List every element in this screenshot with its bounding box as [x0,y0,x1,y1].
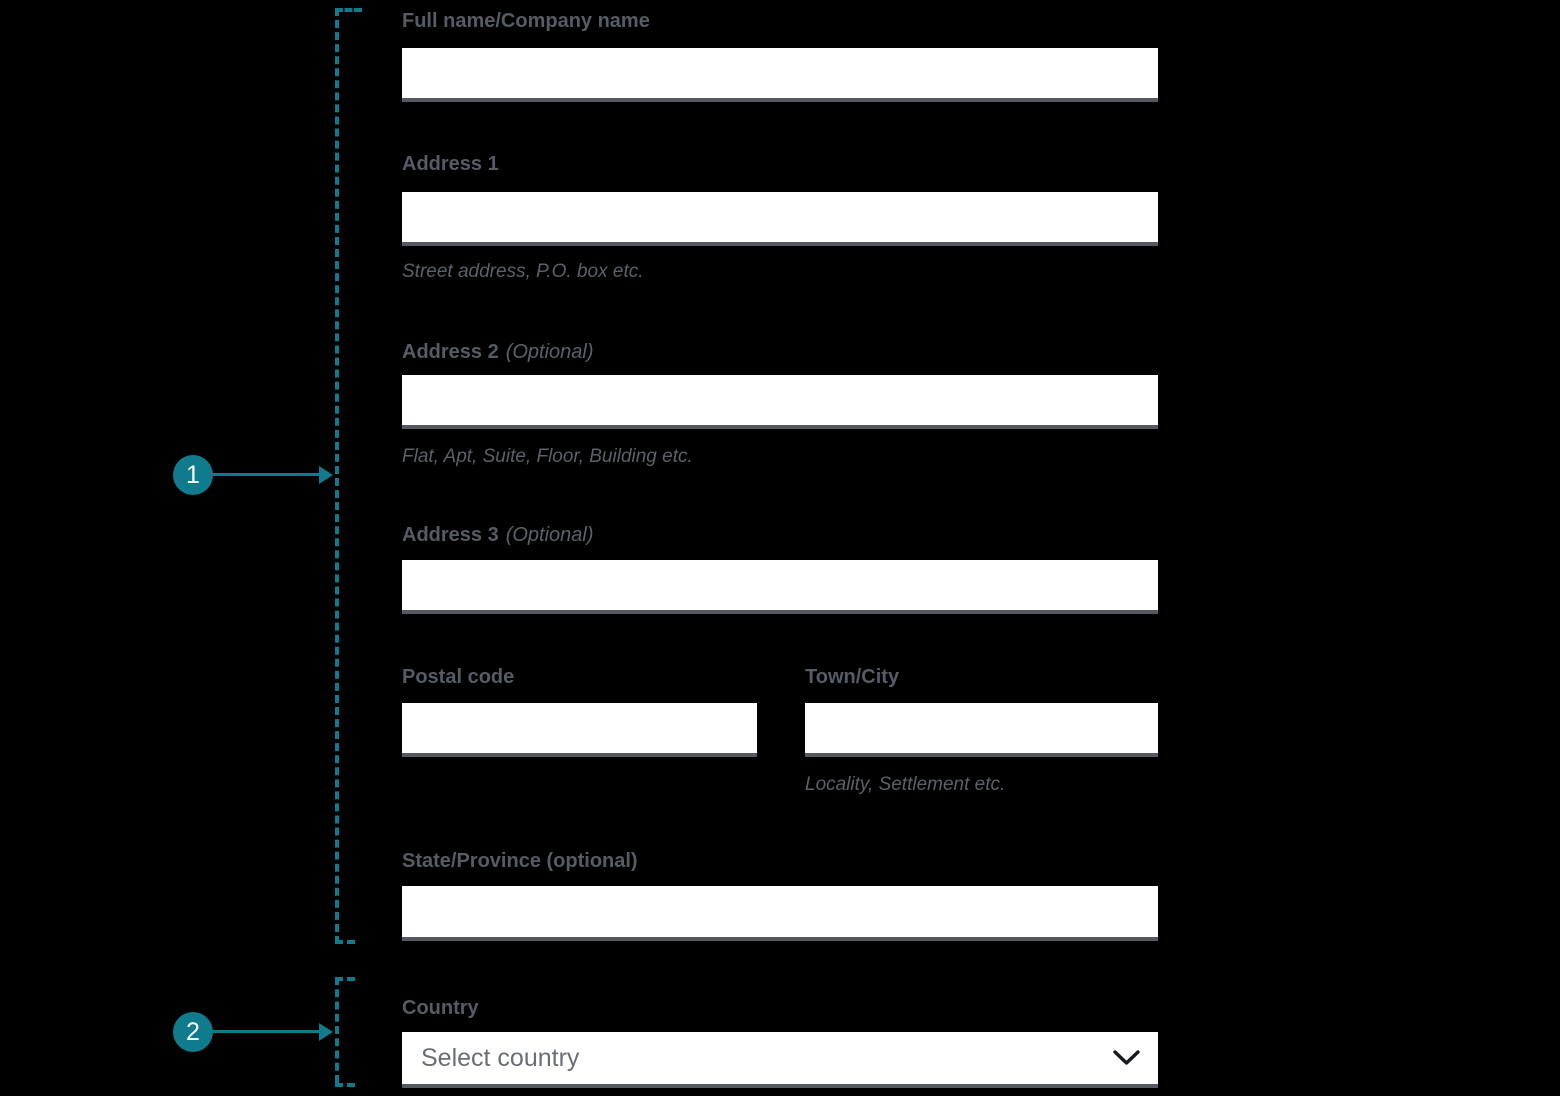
address2-label-text: Address 2 [402,341,499,363]
address3-label: Address 3 (Optional) [402,524,594,546]
chevron-down-icon [1113,1050,1140,1066]
annotation-arrow-1-head [319,466,333,484]
address2-input[interactable] [402,375,1158,429]
address2-optional-suffix: (Optional) [505,341,594,363]
full-name-input[interactable] [402,48,1158,102]
section2-bracket-bottom-tick [335,1083,355,1087]
country-label: Country [402,997,479,1019]
address1-label: Address 1 [402,153,499,175]
address3-label-text: Address 3 [402,524,499,546]
address1-hint: Street address, P.O. box etc. [402,261,644,282]
full-name-label: Full name/Company name [402,10,650,32]
section1-bracket-bottom-tick [335,940,355,944]
address2-hint: Flat, Apt, Suite, Floor, Building etc. [402,446,693,467]
annotation-arrow-2-head [319,1023,333,1041]
annotation-marker-2-number: 2 [186,1017,200,1046]
state-province-label: State/Province (optional) [402,850,638,872]
annotation-marker-1: 1 [173,455,213,495]
postal-code-input[interactable] [402,703,757,757]
town-city-label: Town/City [805,666,900,688]
annotation-marker-2: 2 [173,1012,213,1052]
section2-bracket-top-tick [335,977,355,981]
annotation-arrow-2-line [212,1030,320,1033]
annotation-marker-1-number: 1 [186,460,200,489]
section1-bracket-line [335,8,339,944]
postal-code-label: Postal code [402,666,515,688]
country-select[interactable]: Select country [402,1032,1158,1088]
address3-input[interactable] [402,560,1158,614]
address3-optional-suffix: (Optional) [505,524,594,546]
town-city-hint: Locality, Settlement etc. [805,774,1006,795]
country-select-value: Select country [421,1043,580,1072]
address2-label: Address 2 (Optional) [402,341,594,363]
town-city-input[interactable] [805,703,1158,757]
section1-bracket-top-tick [335,8,362,12]
annotation-arrow-1-line [212,473,320,476]
state-province-input[interactable] [402,886,1158,941]
address1-input[interactable] [402,192,1158,246]
section2-bracket-line [335,977,339,1083]
